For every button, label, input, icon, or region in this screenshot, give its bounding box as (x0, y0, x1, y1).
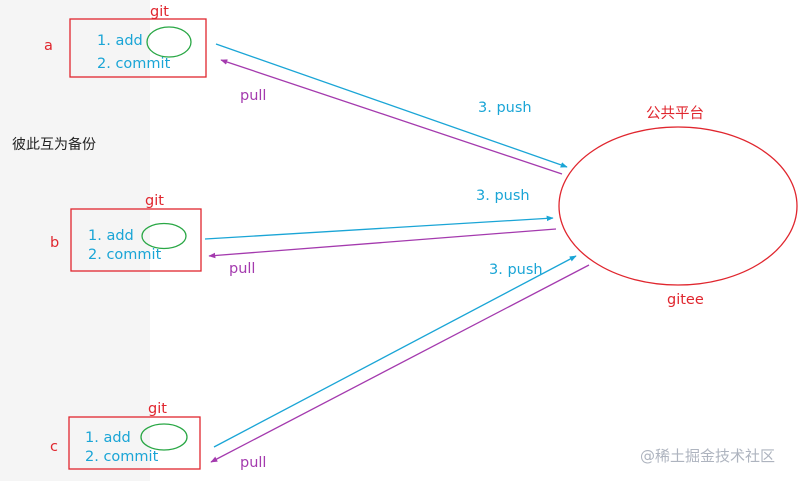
pull-label: pull (240, 88, 266, 104)
push-label: 3. push (476, 188, 530, 204)
side-note: 彼此互为备份 (12, 137, 96, 153)
staging-ellipse (140, 423, 188, 451)
left-panel-background (0, 0, 150, 481)
platform-name: 公共平台 (646, 105, 704, 122)
add-step-label: 1. add (85, 430, 131, 446)
staging-ellipse (146, 26, 192, 58)
commit-step-label: 2. commit (97, 56, 171, 72)
push-arrow (213, 255, 577, 448)
commit-step-label: 2. commit (85, 449, 159, 465)
pull-label: pull (240, 455, 266, 471)
machine-label: b (50, 235, 59, 251)
push-label: 3. push (478, 100, 532, 116)
git-label: git (150, 4, 169, 20)
push-label: 3. push (489, 262, 543, 278)
public-platform: 公共平台 gitee (558, 105, 798, 308)
git-label: git (145, 193, 164, 209)
pull-arrow (220, 59, 563, 175)
git-label: git (148, 401, 167, 417)
platform-ellipse (558, 126, 798, 286)
repo-box (69, 18, 207, 78)
add-step-label: 1. add (88, 228, 134, 244)
machine-b: b git 1. add 2. commit (50, 193, 202, 272)
commit-step-label: 2. commit (88, 247, 162, 263)
push-arrow (215, 43, 568, 168)
pull-label: pull (229, 261, 255, 277)
machine-label: c (50, 439, 58, 455)
staging-ellipse (141, 222, 187, 250)
repo-box (70, 208, 202, 272)
pull-arrow (210, 264, 590, 463)
push-arrow (204, 215, 554, 240)
platform-host: gitee (667, 292, 704, 308)
watermark: @稀土掘金技术社区 (640, 447, 776, 465)
add-step-label: 1. add (97, 33, 143, 49)
machine-a: a git 1. add 2. commit (44, 4, 207, 78)
machine-label: a (44, 38, 53, 54)
machine-c: c git 1. add 2. commit (50, 401, 201, 470)
pull-arrow (208, 228, 557, 259)
repo-box (68, 416, 201, 470)
